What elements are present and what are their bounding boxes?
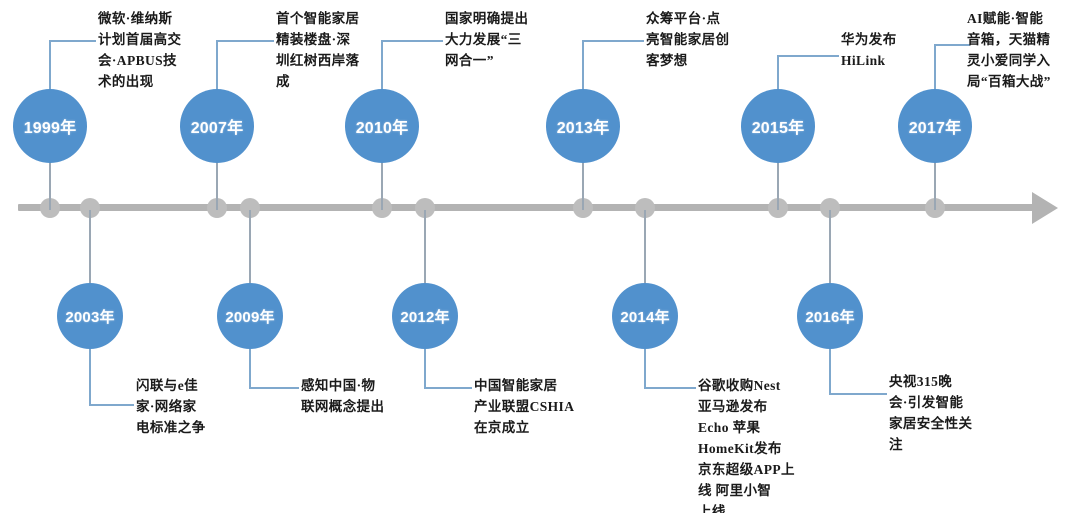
elbow-h-2017 xyxy=(934,44,970,46)
year-label-2016: 2016年 xyxy=(805,308,855,326)
caption-2007: 首个智能家居 精装楼盘·深 圳红树西岸落 成 xyxy=(276,11,360,89)
year-label-2010: 2010年 xyxy=(355,120,409,137)
year-label-2007: 2007年 xyxy=(190,120,244,137)
caption-2010: 国家明确提出 大力发展“三 网合一” xyxy=(445,11,529,68)
timeline-axis xyxy=(18,204,1040,211)
year-bubble-2007[interactable]: 2007年 xyxy=(180,89,254,163)
elbow-h-2009 xyxy=(249,387,299,389)
year-label-2017: 2017年 xyxy=(908,120,962,137)
elbow-h-2007 xyxy=(216,40,274,42)
stem-2013 xyxy=(582,160,584,210)
elbow-v-2003 xyxy=(89,349,91,406)
year-bubble-1999[interactable]: 1999年 xyxy=(13,89,87,163)
stem-2016 xyxy=(829,210,831,283)
elbow-v-2007 xyxy=(216,40,218,92)
caption-2003: 闪联与e佳 家·网络家 电标准之争 xyxy=(136,378,206,435)
elbow-h-2003 xyxy=(89,404,134,406)
axis-dot-2012 xyxy=(415,198,435,218)
elbow-h-2014 xyxy=(644,387,696,389)
elbow-v-1999 xyxy=(49,40,51,92)
year-label-2012: 2012年 xyxy=(400,308,450,326)
elbow-h-2016 xyxy=(829,393,887,395)
caption-2017: AI赋能·智能 音箱，天猫精 灵小爱同学入 局“百箱大战” xyxy=(967,11,1051,89)
year-label-2014: 2014年 xyxy=(620,308,670,326)
caption-2015: 华为发布 HiLink xyxy=(841,32,897,68)
caption-2009: 感知中国·物 联网概念提出 xyxy=(301,378,385,414)
year-bubble-2010[interactable]: 2010年 xyxy=(345,89,419,163)
year-bubble-2012[interactable]: 2012年 xyxy=(392,283,458,349)
timeline-arrow-icon xyxy=(1032,192,1058,224)
year-bubble-2014[interactable]: 2014年 xyxy=(612,283,678,349)
year-bubble-2009[interactable]: 2009年 xyxy=(217,283,283,349)
year-bubble-2015[interactable]: 2015年 xyxy=(741,89,815,163)
stem-2010 xyxy=(381,160,383,210)
caption-2013: 众筹平台·点 亮智能家居创 客梦想 xyxy=(646,11,730,68)
stem-2014 xyxy=(644,210,646,283)
elbow-h-2010 xyxy=(381,40,443,42)
elbow-v-2014 xyxy=(644,349,646,389)
axis-dot-2016 xyxy=(820,198,840,218)
elbow-v-2016 xyxy=(829,349,831,395)
year-label-2009: 2009年 xyxy=(225,308,275,326)
elbow-h-2015 xyxy=(777,55,839,57)
axis-dot-2003 xyxy=(80,198,100,218)
caption-2014: 谷歌收购Nest 亚马逊发布 Echo 苹果 HomeKit发布 京东超级APP… xyxy=(698,378,795,513)
axis-dot-2009 xyxy=(240,198,260,218)
elbow-h-2012 xyxy=(424,387,472,389)
elbow-h-1999 xyxy=(49,40,96,42)
year-bubble-2013[interactable]: 2013年 xyxy=(546,89,620,163)
year-bubble-2017[interactable]: 2017年 xyxy=(898,89,972,163)
year-label-1999: 1999年 xyxy=(23,120,77,137)
elbow-h-2013 xyxy=(582,40,644,42)
stem-2007 xyxy=(216,160,218,210)
year-bubble-2003[interactable]: 2003年 xyxy=(57,283,123,349)
year-bubble-2016[interactable]: 2016年 xyxy=(797,283,863,349)
caption-2016: 央视315晚 会·引发智能 家居安全性关 注 xyxy=(889,374,973,452)
stem-2012 xyxy=(424,210,426,283)
elbow-v-2009 xyxy=(249,349,251,389)
elbow-v-2013 xyxy=(582,40,584,92)
stem-1999 xyxy=(49,160,51,210)
elbow-v-2015 xyxy=(777,55,779,92)
year-label-2013: 2013年 xyxy=(556,120,610,137)
stem-2015 xyxy=(777,160,779,210)
elbow-v-2012 xyxy=(424,349,426,389)
year-label-2015: 2015年 xyxy=(751,120,805,137)
year-label-2003: 2003年 xyxy=(65,308,115,326)
axis-dot-2014 xyxy=(635,198,655,218)
elbow-v-2010 xyxy=(381,40,383,92)
caption-2012: 中国智能家居 产业联盟CSHIA 在京成立 xyxy=(474,378,575,435)
stem-2017 xyxy=(934,160,936,210)
stem-2009 xyxy=(249,210,251,283)
elbow-v-2017 xyxy=(934,44,936,92)
caption-1999: 微软·维纳斯 计划首届高交 会·APBUS技 术的出现 xyxy=(98,11,182,89)
stem-2003 xyxy=(89,210,91,283)
